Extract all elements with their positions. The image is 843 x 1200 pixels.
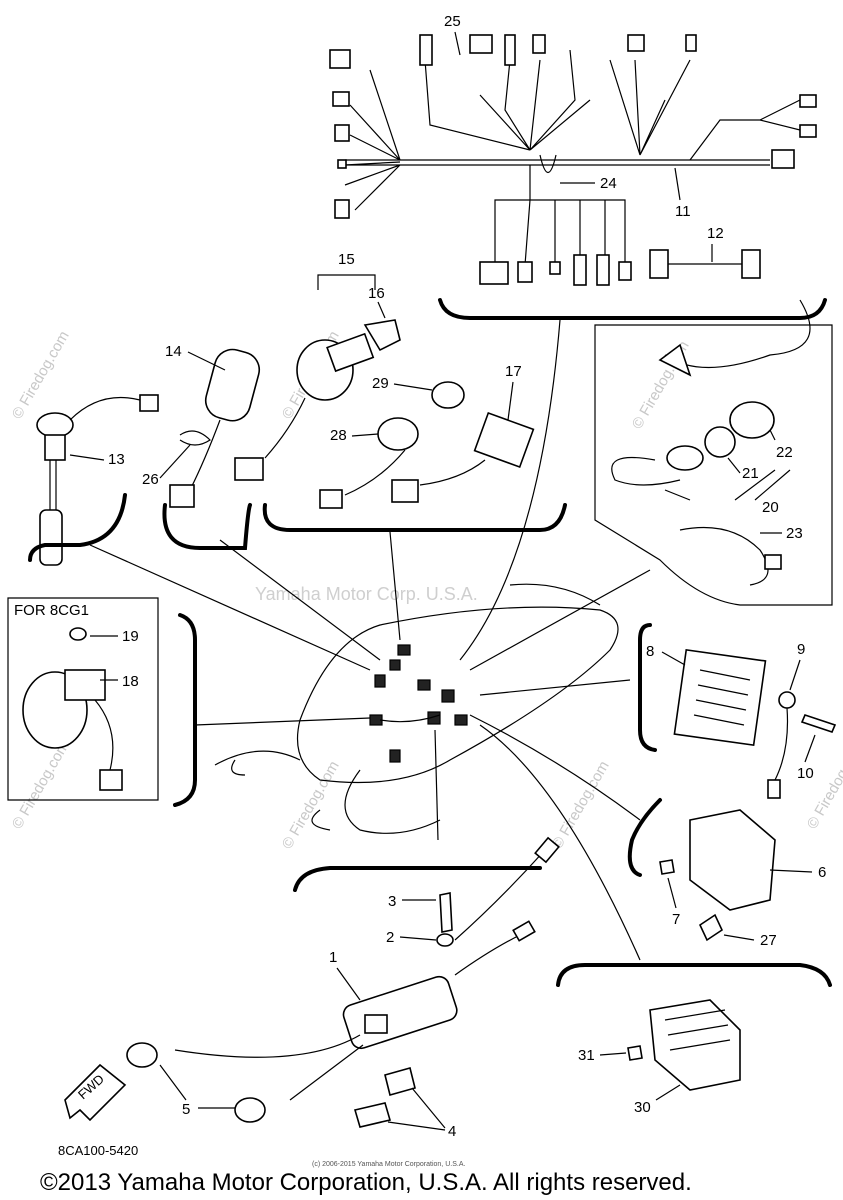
inset-8cg1: FOR 8CG1 19 18 [7,597,197,807]
connector-icon [334,124,350,142]
connector-icon [337,159,347,169]
callout-4: 4 [448,1123,456,1140]
inset-label: FOR 8CG1 [14,602,89,619]
nut-icon [659,859,675,875]
callout-31: 31 [578,1047,595,1064]
connector-icon [549,261,561,275]
ignition-coil-group: 3 2 1 5 4 FWD [64,836,560,1140]
callout-22: 22 [776,444,793,461]
callout-19: 19 [122,628,139,645]
connector-icon [479,261,509,285]
connector-icon [685,34,697,52]
small-notice: (c) 2006-2015 Yamaha Motor Corporation, … [312,1161,465,1168]
callout-29: 29 [372,375,389,392]
diagram-code: 8CA100-5420 [58,1143,138,1158]
callout-12: 12 [707,225,724,242]
light-switch-icon [377,417,419,451]
terminal-icon [436,933,454,947]
connector-icon [573,254,587,286]
forward-arrow-icon [64,1063,127,1122]
wire-harness-group [329,34,827,320]
watermark-site-mid3: © Firedog.com [549,758,613,852]
connector-icon [771,149,795,169]
ignition-coil-icon [342,975,458,1050]
callout-20: 20 [762,499,779,516]
cdi-unit-icon [689,809,776,911]
rectifier-group: 8 9 10 [638,623,837,799]
callout-28: 28 [330,427,347,444]
callout-3: 3 [388,893,396,910]
watermark-site-left: © Firedog.com [9,328,73,422]
callout-16: 16 [368,285,385,302]
unit-30-group: 31 30 [556,963,832,1116]
callout-6: 6 [818,864,826,881]
clamp-icon [384,1067,416,1096]
key-icon [363,319,401,352]
callout-24: 24 [600,175,617,192]
stop-switch-icon [473,411,535,469]
callout-1: 1 [329,949,337,966]
callout-2: 2 [386,929,394,946]
callout-9: 9 [797,641,805,658]
ignitor-unit-icon [649,999,741,1091]
connector-icon [517,261,533,283]
callout-14: 14 [165,343,182,360]
nut-icon [69,627,87,641]
key-switch-group: 22 21 20 23 [594,299,833,606]
connector-icon [618,261,632,281]
callout-8: 8 [646,643,654,660]
watermarks: Yamaha Motor Corp. U.S.A. © Firedog.com … [9,328,843,852]
key-switch-icon [729,401,775,439]
watermark-site-left2: © Firedog.com [9,738,73,832]
condenser-icon [204,348,261,422]
connector-icon [741,249,761,279]
thermo-sensor-icon [36,412,74,438]
callout-21: 21 [742,465,759,482]
copyright-notice: ©2013 Yamaha Motor Corporation, U.S.A. A… [40,1169,692,1196]
connector-icon [649,249,669,279]
callout-11: 11 [675,203,691,220]
callout-13: 13 [108,451,125,468]
callout-23: 23 [786,525,803,542]
bolt-icon [698,913,724,942]
cdi-unit-group: 6 7 27 [627,798,826,949]
watermark-company: Yamaha Motor Corp. U.S.A. [255,584,478,604]
clamp-icon [353,1102,392,1128]
switch-parts-group: 13 14 26 15 16 29 28 17 [28,251,567,566]
bolt-icon [800,714,837,733]
vehicle-body-group [89,319,651,961]
connector-icon [332,91,350,107]
callout-27: 27 [760,932,777,949]
grommet-icon [431,381,465,409]
connector-icon [596,254,610,286]
connector-icon [419,34,433,66]
callout-17: 17 [505,363,522,380]
bolt-icon [439,892,453,933]
rectifier-regulator-icon [673,648,767,747]
connector-icon [504,34,516,66]
callout-15: 15 [338,251,355,268]
connector-icon [532,34,546,54]
connector-icon [799,124,817,138]
callout-26: 26 [142,471,159,488]
spark-plug-cap-icon [126,1042,158,1068]
connector-icon [469,34,493,54]
spark-plug-cap-icon [234,1097,266,1123]
callout-5: 5 [182,1101,190,1118]
wire-clamp-icon [539,154,557,174]
clip-icon [179,430,211,446]
connector-icon [329,49,351,69]
connector-icon [334,199,350,219]
callout-30: 30 [634,1099,651,1116]
connector-icon [799,94,817,108]
connector-icon [627,34,645,52]
watermark-site-right2: © Firedog.com [804,738,843,832]
callout-18: 18 [122,673,139,690]
callout-10: 10 [797,765,814,782]
callout-25: 25 [444,13,461,30]
terminal-icon [778,691,796,709]
nut-icon [627,1045,643,1061]
callout-7: 7 [672,911,680,928]
